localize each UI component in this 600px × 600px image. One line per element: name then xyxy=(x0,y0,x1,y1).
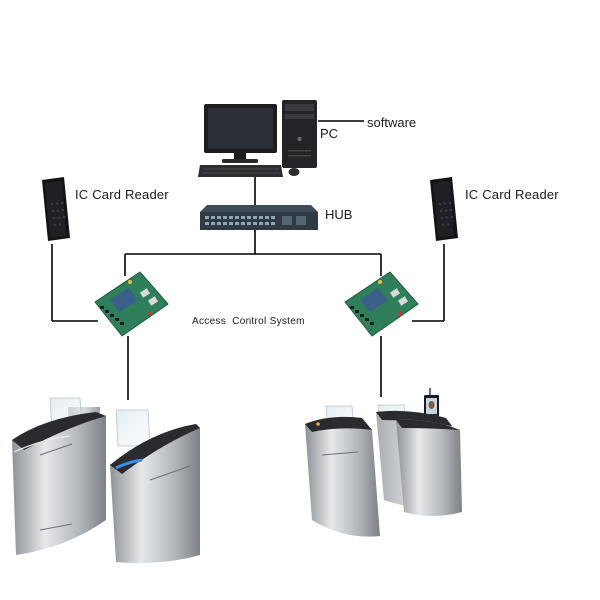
pc-computer xyxy=(198,100,317,177)
card-reader-right-label: IC Card Reader xyxy=(465,187,559,202)
turnstile-left-cabinet-a xyxy=(12,412,106,555)
turnstile-left xyxy=(12,397,200,564)
card-reader-right xyxy=(430,177,458,241)
pc-tower xyxy=(282,100,317,168)
mouse xyxy=(288,168,300,176)
turnstile-left-cabinet-b xyxy=(110,424,200,564)
access-control-system-label: Access Control System xyxy=(192,316,305,327)
pc-label: PC xyxy=(320,126,339,141)
hub-label: HUB xyxy=(325,207,353,222)
monitor xyxy=(204,104,277,163)
turnstile-right-cabinet-b xyxy=(396,419,462,516)
access-control-board-right xyxy=(344,271,419,337)
access-control-board-left xyxy=(94,271,169,337)
face-recognition-terminal xyxy=(424,388,439,419)
card-reader-left xyxy=(42,177,70,241)
keyboard xyxy=(198,165,283,177)
card-reader-left-label: IC Card Reader xyxy=(75,187,169,202)
network-hub xyxy=(200,205,318,230)
software-label: software xyxy=(367,115,417,130)
turnstile-right xyxy=(305,388,462,537)
connection-lines xyxy=(51,120,445,400)
turnstile-right-cabinet-a xyxy=(305,416,380,537)
